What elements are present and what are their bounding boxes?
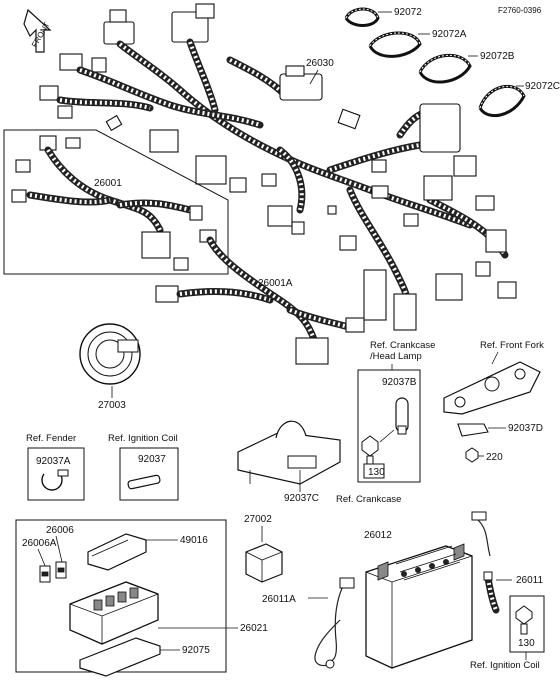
clamp-92037c bbox=[237, 420, 341, 485]
clamp-icon bbox=[478, 85, 526, 118]
fuse-icon bbox=[39, 561, 67, 583]
sub-harness-box bbox=[3, 129, 229, 275]
bolt-icon bbox=[465, 447, 479, 463]
clamp-icon bbox=[41, 469, 69, 491]
ref-ignition-coil-top: Ref. Ignition Coil bbox=[108, 433, 178, 444]
label-26030: 26030 bbox=[306, 58, 334, 69]
label-27003: 27003 bbox=[98, 400, 126, 411]
ref-crankcase: Ref. Crankcase bbox=[336, 494, 401, 505]
clamp-icon bbox=[368, 31, 422, 58]
label-92072: 92072 bbox=[394, 7, 422, 18]
label-26001: 26001 bbox=[94, 178, 122, 189]
clamp-icon bbox=[127, 474, 161, 490]
clamp-icon bbox=[344, 7, 380, 27]
sub-harness-26001 bbox=[11, 135, 203, 259]
ref-crankcase-headlamp-2: /Head Lamp bbox=[370, 351, 422, 362]
label-92037b: 92037B bbox=[382, 377, 417, 388]
relay-icon bbox=[245, 543, 283, 583]
label-26011a: 26011A bbox=[262, 594, 296, 605]
wire-harness-icon bbox=[314, 577, 355, 669]
fuse-cover bbox=[87, 533, 147, 571]
ref-front-fork: Ref. Front Fork bbox=[480, 340, 544, 351]
clamp-icon bbox=[395, 397, 409, 435]
label-26006a: 26006A bbox=[22, 538, 57, 549]
box-26021 bbox=[15, 519, 227, 673]
label-92075: 92075 bbox=[182, 645, 210, 656]
label-220: 220 bbox=[486, 452, 503, 463]
ref-crankcase-headlamp-1: Ref. Crankcase bbox=[370, 340, 435, 351]
fuse-pad bbox=[79, 637, 161, 677]
label-92037: 92037 bbox=[138, 454, 166, 465]
label-26006: 26006 bbox=[46, 525, 74, 536]
label-92072b: 92072B bbox=[480, 51, 515, 62]
figure-code: F2760-0396 bbox=[498, 6, 542, 15]
ref-ignition-coil-bottom: Ref. Ignition Coil bbox=[470, 660, 540, 671]
label-92072c: 92072C bbox=[525, 81, 560, 92]
label-92037a: 92037A bbox=[36, 456, 71, 467]
clamp-icon bbox=[418, 53, 472, 84]
label-130-b: 130 bbox=[518, 638, 535, 649]
label-26021: 26021 bbox=[240, 623, 268, 634]
label-92037d: 92037D bbox=[508, 423, 543, 434]
wire-harness-icon bbox=[483, 571, 500, 614]
bolt-icon bbox=[361, 435, 379, 465]
ref-fender: Ref. Fender bbox=[26, 433, 76, 444]
battery-vent-tube bbox=[471, 511, 491, 557]
box-92037 bbox=[119, 447, 179, 501]
clamp-icon bbox=[457, 423, 489, 437]
label-26011: 26011 bbox=[516, 575, 544, 586]
bolt-icon bbox=[515, 605, 533, 635]
label-49016: 49016 bbox=[180, 535, 208, 546]
box-92037a bbox=[27, 447, 85, 501]
box-92037b bbox=[357, 369, 421, 483]
horn-icon bbox=[79, 323, 141, 385]
label-92072a: 92072A bbox=[432, 29, 467, 40]
label-27002: 27002 bbox=[244, 514, 272, 525]
front-fork-bracket bbox=[443, 361, 541, 415]
label-26001a: 26001A bbox=[258, 278, 293, 289]
box-130-b bbox=[509, 595, 545, 653]
main-harness bbox=[39, 3, 517, 331]
label-130-a: 130 bbox=[368, 467, 385, 478]
label-26012: 26012 bbox=[364, 530, 392, 541]
battery-icon bbox=[365, 543, 473, 669]
fuse-box-icon bbox=[69, 581, 159, 645]
label-92037c: 92037C bbox=[284, 493, 319, 504]
front-arrow-icon: FRONT bbox=[23, 8, 52, 53]
sub-harness-26001a bbox=[155, 229, 365, 365]
